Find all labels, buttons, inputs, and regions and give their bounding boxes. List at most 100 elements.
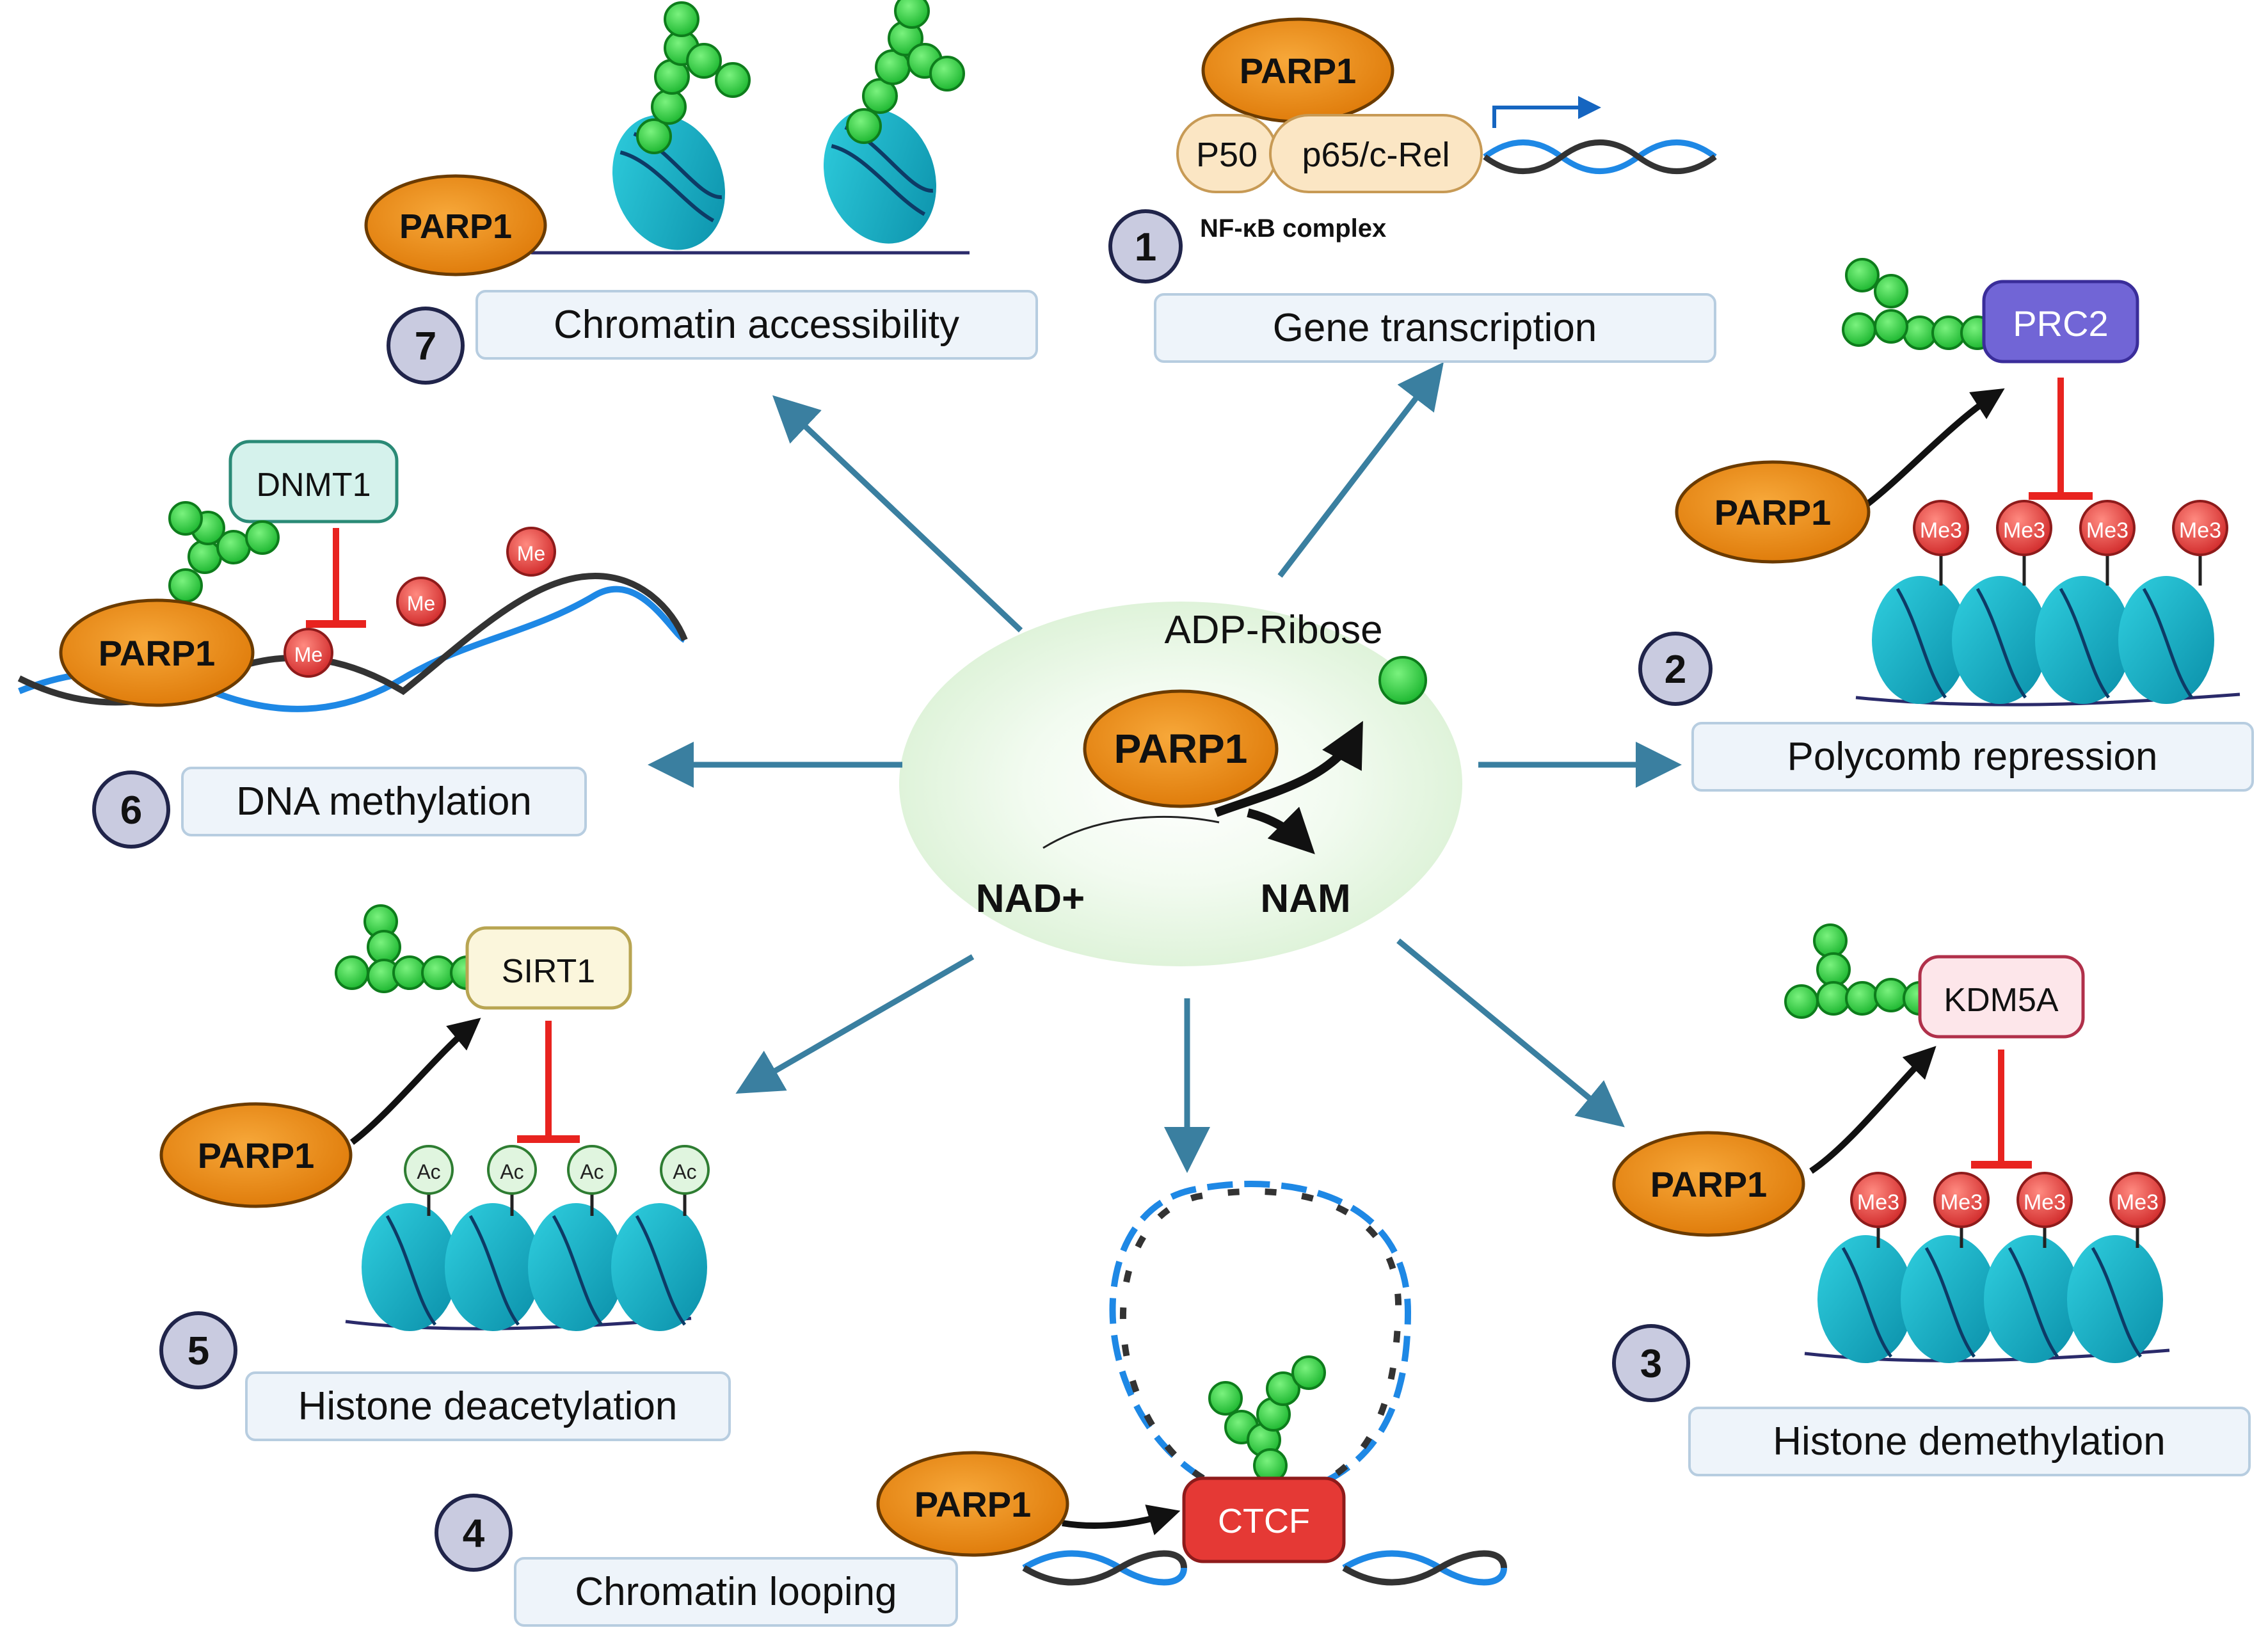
panel-number-badge	[1612, 1324, 1690, 1402]
svg-text:PARP1: PARP1	[914, 1484, 1032, 1524]
panel-number-badge	[387, 307, 465, 385]
par-chain	[636, 0, 965, 154]
p50-subunit: P50	[1176, 114, 1278, 193]
svg-text:PARP1: PARP1	[198, 1135, 315, 1176]
panel-number-badge	[1638, 632, 1713, 706]
svg-text:Ac: Ac	[673, 1160, 696, 1183]
label-box	[1154, 293, 1716, 363]
center-reaction: PARP1 ADP-Ribose NAD+ NAM	[899, 602, 1462, 966]
complex-label: NF-κB complex	[1200, 214, 1386, 243]
par-chain	[335, 904, 484, 993]
arrow-to-panel-7	[772, 395, 1023, 633]
adp-ribose-bead	[1378, 656, 1427, 705]
nad-label: NAD+	[976, 877, 1085, 921]
me3-mark: Me3	[1996, 500, 2052, 556]
panel-label: Chromatin looping	[575, 1570, 897, 1614]
ac-mark: Ac	[660, 1145, 710, 1195]
label-box	[475, 290, 1038, 360]
arrow-to-panel-5	[735, 954, 975, 1094]
panel-label: DNA methylation	[236, 779, 532, 824]
nucleosome-array	[1855, 576, 2240, 707]
panel-label: Gene transcription	[1273, 306, 1597, 350]
parp1-protein: PARP1	[364, 174, 547, 276]
panel-label: Histone demethylation	[1773, 1419, 2165, 1464]
parp1-protein: PARP1	[1612, 1131, 1805, 1237]
svg-text:PARP1: PARP1	[1650, 1164, 1768, 1204]
kdm5a-box: KDM5A	[1918, 955, 2085, 1039]
me3-mark: Me3	[2172, 500, 2228, 556]
panel-polycomb-repression: PRC2 PARP1 Me3 Me3	[1638, 258, 2254, 792]
parp1-protein: PARP1	[1675, 460, 1871, 564]
label-box	[1691, 722, 2254, 792]
label-box	[1688, 1407, 2251, 1476]
svg-text:PARP1: PARP1	[1240, 51, 1357, 91]
me3-mark: Me3	[1913, 500, 1969, 556]
ac-mark: Ac	[487, 1145, 537, 1195]
label-box	[245, 1371, 731, 1441]
svg-text:5: 5	[188, 1329, 209, 1373]
nucleosome-array	[1804, 1235, 2170, 1363]
svg-text:Me: Me	[294, 643, 323, 666]
svg-text:Me3: Me3	[1940, 1190, 1983, 1215]
panel-number-badge	[1108, 209, 1183, 283]
svg-text:1: 1	[1135, 225, 1156, 269]
svg-text:Me3: Me3	[1920, 518, 1962, 543]
nam-label: NAM	[1260, 877, 1350, 921]
svg-text:PARP1: PARP1	[1714, 492, 1832, 532]
svg-text:KDM5A: KDM5A	[1944, 982, 2058, 1019]
parp1-center: PARP1	[1083, 689, 1279, 808]
svg-text:Me3: Me3	[1857, 1190, 1899, 1215]
me-mark: Me	[284, 628, 333, 678]
me3-mark: Me3	[2016, 1172, 2073, 1228]
panel-label: Histone deacetylation	[298, 1384, 678, 1428]
svg-text:Me3: Me3	[2179, 518, 2221, 543]
par-chain	[1208, 1355, 1326, 1483]
svg-text:7: 7	[415, 324, 436, 369]
svg-text:PARP1: PARP1	[399, 207, 512, 246]
par-chain	[168, 501, 280, 603]
svg-text:p65/c-Rel: p65/c-Rel	[1302, 136, 1449, 174]
radial-arrows	[648, 362, 1682, 1173]
panel-label: Polycomb repression	[1787, 735, 2158, 779]
ac-mark: Ac	[404, 1145, 454, 1195]
svg-text:Me3: Me3	[2003, 518, 2045, 543]
me3-mark: Me3	[1933, 1172, 1990, 1228]
parp1-protein: PARP1	[876, 1451, 1069, 1557]
me-mark: Me	[506, 527, 556, 577]
panel-number-badge	[159, 1311, 237, 1389]
panel-number-badge	[92, 771, 170, 849]
me3-mark: Me3	[1850, 1172, 1906, 1228]
svg-text:Me3: Me3	[2086, 518, 2128, 543]
svg-text:6: 6	[120, 788, 142, 833]
svg-text:Me: Me	[517, 542, 545, 565]
dnmt1-box: DNMT1	[228, 440, 399, 523]
svg-text:PARP1: PARP1	[99, 633, 216, 673]
svg-text:Me3: Me3	[2024, 1190, 2066, 1215]
svg-text:P50: P50	[1196, 136, 1258, 174]
nucleosome-array	[345, 1203, 707, 1331]
svg-text:PRC2: PRC2	[2013, 303, 2108, 344]
arrow-to-panel-3	[1396, 938, 1625, 1128]
label-box	[181, 767, 587, 836]
panel-histone-deacetylation: SIRT1 PARP1 Ac Ac	[159, 904, 731, 1441]
me3-mark: Me3	[2079, 500, 2136, 556]
p65-subunit: p65/c-Rel	[1269, 114, 1483, 193]
par-chain	[1842, 258, 1995, 350]
svg-text:Ac: Ac	[417, 1160, 440, 1183]
parp1-protein: PARP1	[1201, 17, 1394, 124]
ac-mark: Ac	[567, 1145, 617, 1195]
prc2-box: PRC2	[1982, 280, 2139, 363]
svg-text:2: 2	[1665, 648, 1686, 692]
panel-chromatin-looping: CTCF PARP1 4 Chromatin looping	[435, 1180, 1507, 1627]
svg-text:Me: Me	[407, 592, 435, 615]
panel-dna-methylation: DNMT1 PARP1 Me Me Me 6 DNA methylation	[17, 440, 688, 849]
me3-mark: Me3	[2109, 1172, 2166, 1228]
svg-text:4: 4	[463, 1512, 485, 1556]
panel-label: Chromatin accessibility	[554, 303, 959, 347]
par-chain	[1784, 923, 1937, 1019]
ctcf-box: CTCF	[1182, 1476, 1346, 1563]
me-mark: Me	[396, 577, 446, 627]
parp1-protein: PARP1	[59, 598, 255, 707]
nucleosome	[823, 108, 937, 244]
